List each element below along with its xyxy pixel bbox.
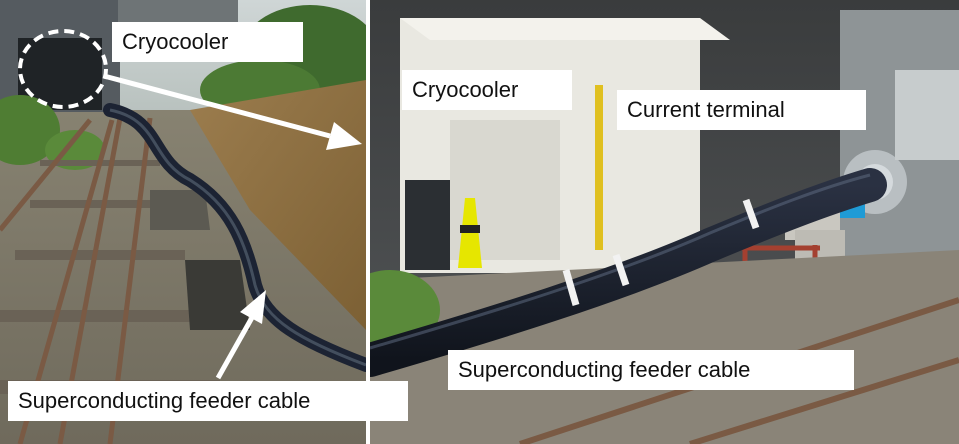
feeder-cable bbox=[370, 168, 887, 377]
equipment-rack bbox=[405, 180, 450, 270]
arrow-to-cable bbox=[215, 290, 266, 380]
label-cryocooler-left: Cryocooler bbox=[112, 22, 303, 62]
arrow-to-cryocooler bbox=[103, 73, 362, 150]
weeds-left bbox=[0, 95, 60, 165]
railway-scene bbox=[0, 0, 366, 444]
label-feeder-cable-left: Superconducting feeder cable bbox=[8, 381, 408, 421]
label-feeder-cable-right: Superconducting feeder cable bbox=[448, 350, 854, 390]
photo-railway-track bbox=[0, 0, 366, 444]
building-roof bbox=[118, 0, 238, 22]
warning-stripe bbox=[595, 85, 603, 250]
grass-slope bbox=[190, 80, 366, 330]
concrete-block-lower bbox=[795, 230, 845, 260]
cable-highlight bbox=[370, 173, 871, 350]
label-current-terminal: Current terminal bbox=[617, 90, 866, 130]
piping bbox=[895, 70, 959, 160]
cable-bands bbox=[562, 198, 760, 306]
concrete-slab bbox=[185, 260, 250, 330]
label-cryocooler-right: Cryocooler bbox=[402, 70, 572, 110]
concrete-slab-far bbox=[150, 190, 210, 230]
traffic-cone-band bbox=[460, 225, 480, 233]
cryocooler-highlight-circle bbox=[18, 29, 108, 109]
photo-divider bbox=[366, 0, 370, 444]
cable-highlight bbox=[109, 108, 366, 367]
enclosure-top bbox=[400, 18, 730, 40]
